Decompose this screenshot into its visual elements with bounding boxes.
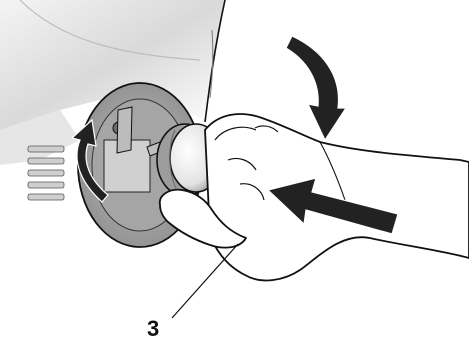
callout-number: 3: [147, 316, 159, 341]
push-arrow-icon: [266, 177, 399, 235]
callout-3: 3: [147, 243, 239, 341]
callout-leader-line: [171, 243, 239, 319]
curved-arrow-icon: [285, 35, 348, 142]
rotate-arrow-icon: [70, 118, 109, 203]
side-vents: [27, 145, 65, 201]
hand: [158, 113, 469, 282]
